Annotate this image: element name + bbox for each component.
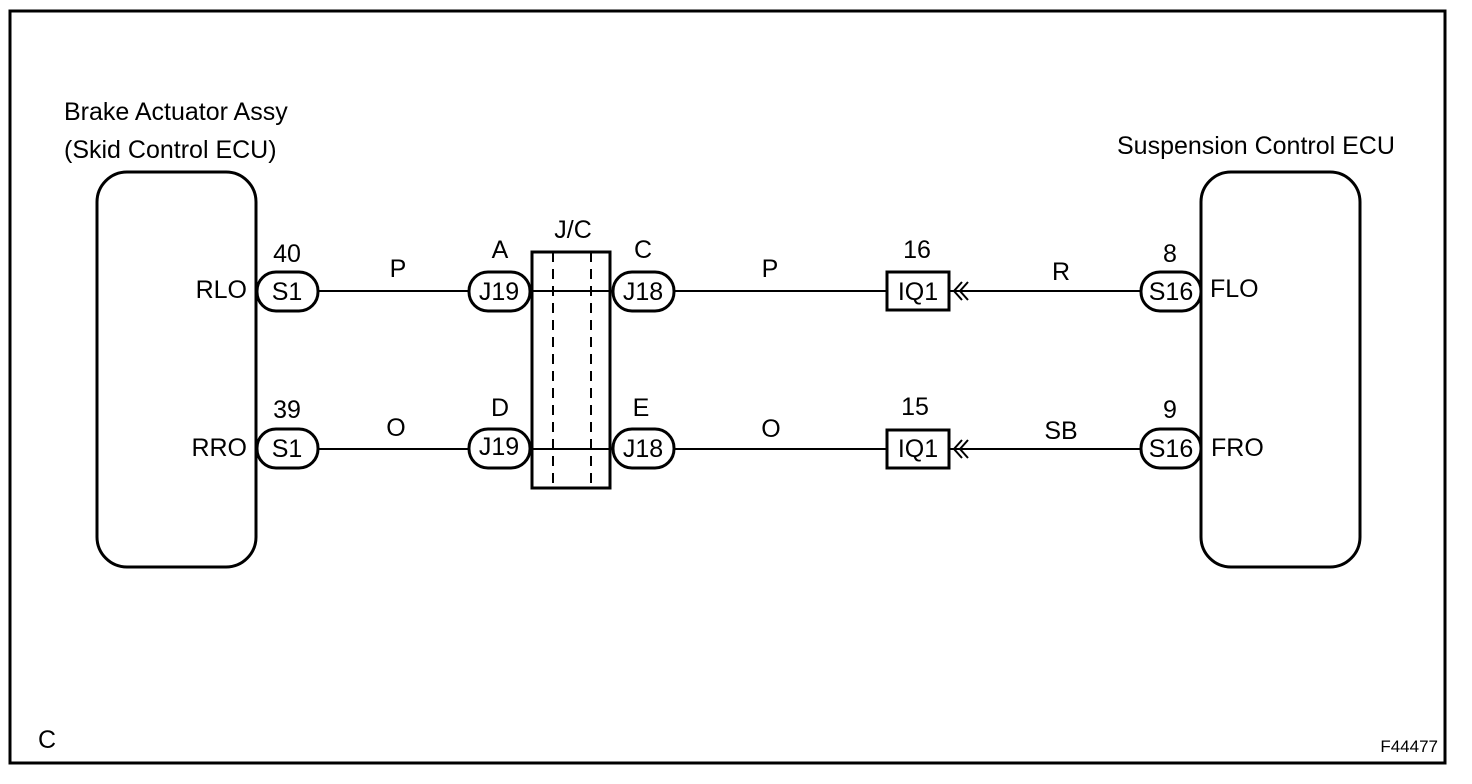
terminal-letter: D	[491, 394, 509, 422]
junction-box	[530, 250, 612, 490]
wire-color-label: O	[386, 414, 405, 442]
right-ecu-box	[1199, 170, 1362, 569]
connector-code: IQ1	[898, 435, 938, 463]
connector-code: J18	[623, 435, 663, 463]
connector-shell	[1139, 427, 1203, 470]
wire-color-label: SB	[1044, 417, 1077, 445]
connector-code: S16	[1149, 435, 1193, 463]
pin-number: 40	[273, 240, 301, 268]
connector-code: IQ1	[898, 278, 938, 306]
connector-code: S1	[272, 278, 303, 306]
pin-number: 39	[273, 396, 301, 424]
terminal-letter: E	[633, 394, 650, 422]
connector-shell	[1139, 270, 1203, 313]
connector-shell	[611, 427, 676, 470]
wire-color-label: R	[1052, 258, 1070, 286]
connector-code: S1	[272, 435, 303, 463]
pin-number: 16	[903, 236, 931, 264]
terminal-letter: A	[492, 236, 509, 264]
connector-code: J18	[623, 278, 663, 306]
corner-label: C	[38, 726, 56, 754]
figure-id: F44477	[1380, 737, 1438, 756]
terminal-name: FLO	[1210, 275, 1259, 303]
terminal-letter: C	[634, 236, 652, 264]
wire-color-label: P	[762, 255, 779, 283]
connector-code: J19	[479, 278, 519, 306]
inline-connector-shell	[885, 270, 951, 312]
connector-shell	[255, 427, 320, 470]
junction-label: J/C	[554, 216, 592, 244]
connector-code: J19	[479, 433, 519, 461]
inline-connector-chevron-icon	[952, 281, 969, 301]
circuit-fro-rro: RRO 39 S1 O D J19 E J18 O 15 IQ1 SB 9 S1…	[191, 393, 1264, 470]
terminal-name: FRO	[1211, 434, 1264, 462]
left-ecu-box	[95, 170, 258, 569]
inline-connector-shell	[885, 428, 951, 470]
terminal-name: RLO	[196, 276, 247, 304]
pin-number: 9	[1163, 396, 1177, 424]
pin-number: 15	[901, 393, 929, 421]
diagram-frame	[8, 9, 1447, 765]
connector-shell	[467, 427, 532, 470]
wire-color-label: P	[390, 255, 407, 283]
terminal-name: RRO	[191, 434, 247, 462]
connector-shell	[611, 270, 676, 313]
pin-number: 8	[1163, 240, 1177, 268]
inline-connector-chevron-icon	[952, 439, 969, 459]
connector-shell	[467, 270, 532, 313]
connector-shell	[255, 270, 320, 313]
right-ecu-title: Suspension Control ECU	[1117, 132, 1395, 160]
wire-color-label: O	[761, 415, 780, 443]
connector-code: S16	[1149, 278, 1193, 306]
left-ecu-title-line1: Brake Actuator Assy	[64, 98, 288, 126]
circuit-flo-rlo: RLO 40 S1 P A J19 C J18 P 16 IQ1 R 8 S16…	[196, 236, 1259, 313]
left-ecu-title-line2: (Skid Control ECU)	[64, 136, 277, 164]
